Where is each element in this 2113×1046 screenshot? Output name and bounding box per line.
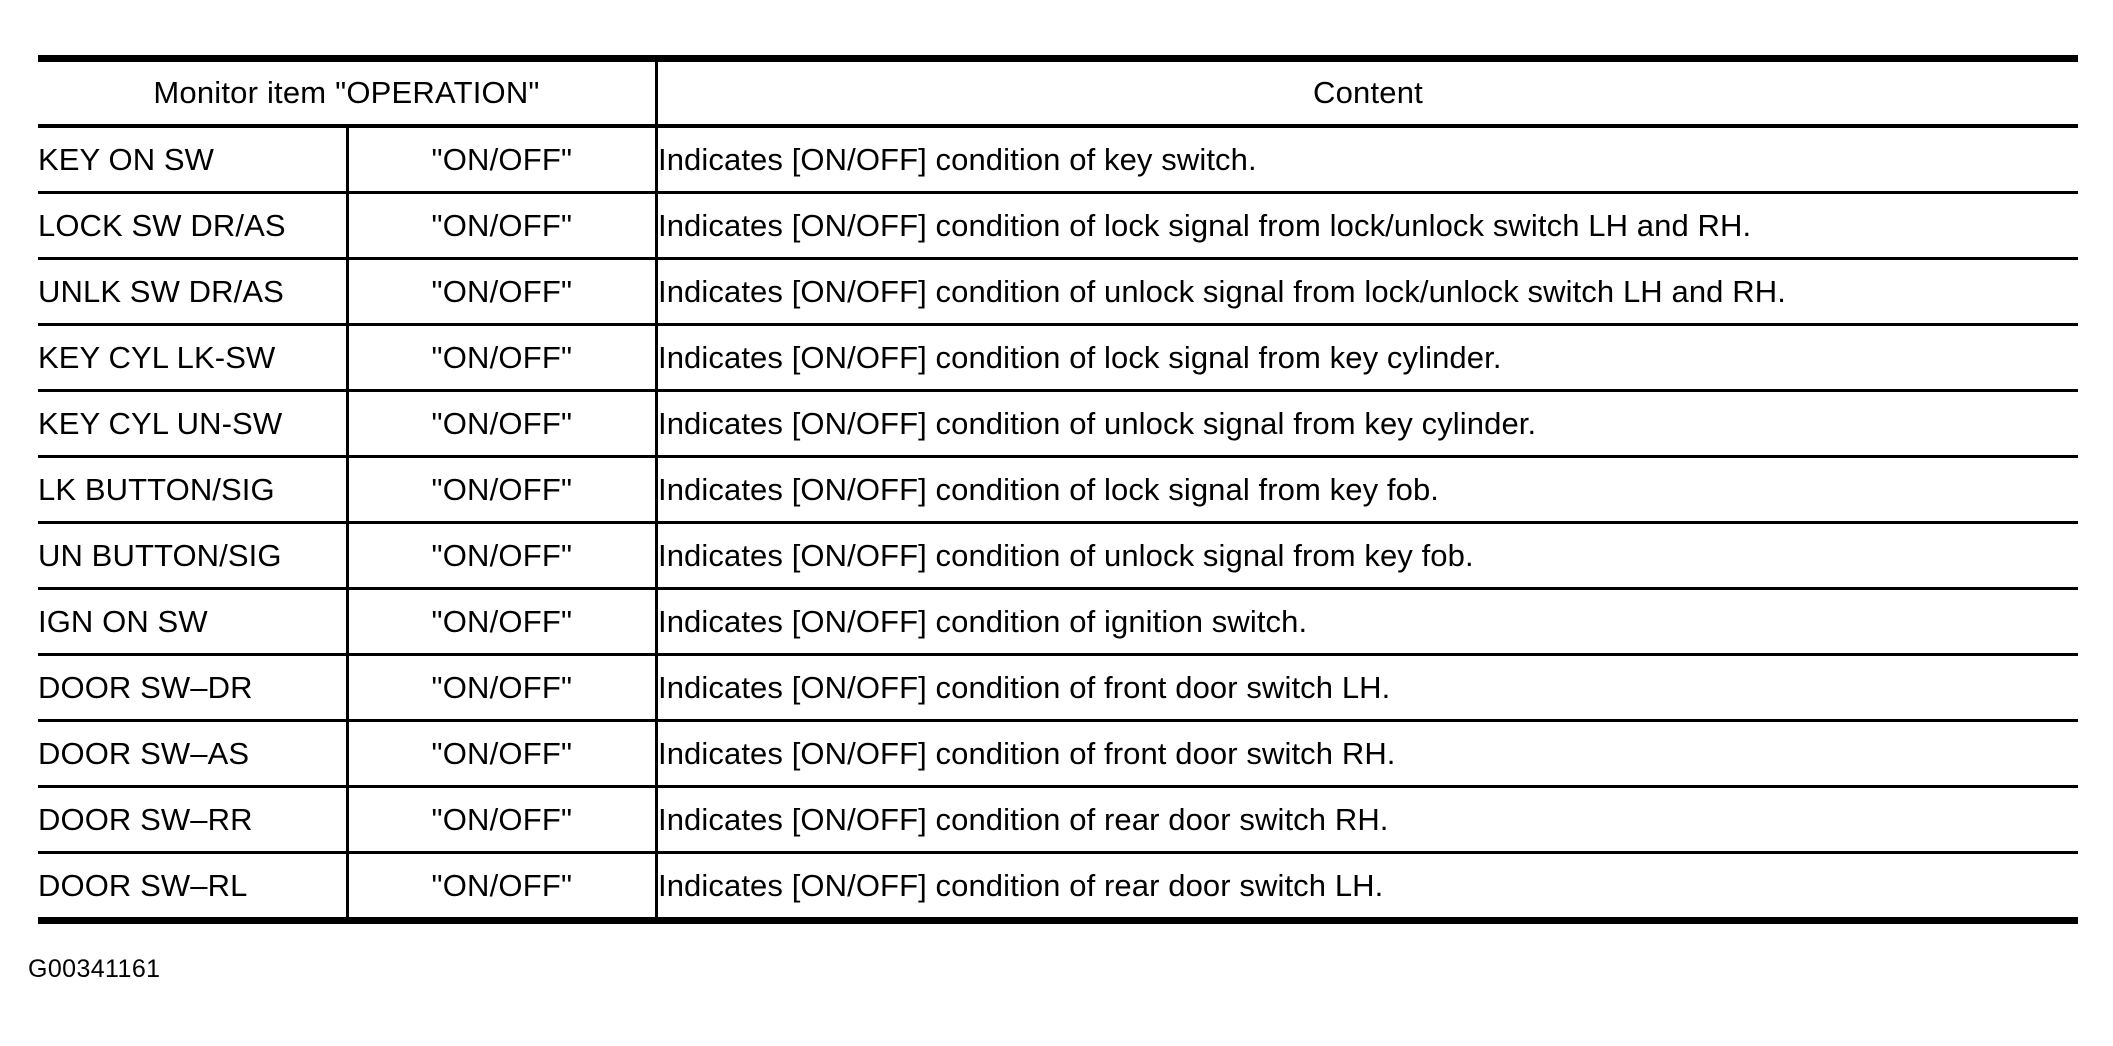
figure-id-label: G00341161: [28, 955, 161, 983]
monitor-item-state: "ON/OFF": [345, 720, 659, 788]
monitor-item-content: Indicates [ON/OFF] condition of rear doo…: [656, 786, 2078, 854]
monitor-item-state: "ON/OFF": [345, 390, 659, 458]
table-row: KEY ON SW"ON/OFF"Indicates [ON/OFF] cond…: [38, 126, 2078, 194]
monitor-item-state: "ON/OFF": [345, 126, 659, 194]
monitor-item-content: Indicates [ON/OFF] condition of lock sig…: [656, 456, 2078, 524]
monitor-item-name: UNLK SW DR/AS: [38, 258, 348, 326]
table-row: LK BUTTON/SIG"ON/OFF"Indicates [ON/OFF] …: [38, 456, 2078, 524]
monitor-item-content: Indicates [ON/OFF] condition of unlock s…: [656, 258, 2078, 326]
table-row: DOOR SW–RR"ON/OFF"Indicates [ON/OFF] con…: [38, 786, 2078, 854]
column-header-content: Content: [656, 55, 2078, 128]
monitor-item-name: IGN ON SW: [38, 588, 348, 656]
table-row: DOOR SW–RL"ON/OFF"Indicates [ON/OFF] con…: [38, 852, 2078, 924]
monitor-item-state: "ON/OFF": [345, 588, 659, 656]
table-header-row: Monitor item "OPERATION" Content: [38, 55, 2078, 128]
monitor-item-state: "ON/OFF": [345, 522, 659, 590]
monitor-item-name: KEY CYL LK-SW: [38, 324, 348, 392]
monitor-item-name: DOOR SW–AS: [38, 720, 348, 788]
monitor-item-content: Indicates [ON/OFF] condition of unlock s…: [656, 390, 2078, 458]
monitor-item-state: "ON/OFF": [345, 654, 659, 722]
table-row: UN BUTTON/SIG"ON/OFF"Indicates [ON/OFF] …: [38, 522, 2078, 590]
monitor-item-name: DOOR SW–RR: [38, 786, 348, 854]
table-row: DOOR SW–AS"ON/OFF"Indicates [ON/OFF] con…: [38, 720, 2078, 788]
monitor-item-content: Indicates [ON/OFF] condition of front do…: [656, 654, 2078, 722]
monitor-item-content: Indicates [ON/OFF] condition of lock sig…: [656, 324, 2078, 392]
table-header: Monitor item "OPERATION" Content: [38, 55, 2078, 128]
monitor-item-name: DOOR SW–DR: [38, 654, 348, 722]
table-row: KEY CYL UN-SW"ON/OFF"Indicates [ON/OFF] …: [38, 390, 2078, 458]
column-header-monitor-item: Monitor item "OPERATION": [38, 55, 658, 128]
monitor-item-name: LK BUTTON/SIG: [38, 456, 348, 524]
monitor-item-name: UN BUTTON/SIG: [38, 522, 348, 590]
monitor-item-content: Indicates [ON/OFF] condition of lock sig…: [656, 192, 2078, 260]
monitor-item-content: Indicates [ON/OFF] condition of rear doo…: [656, 852, 2078, 924]
monitor-item-name: DOOR SW–RL: [38, 852, 348, 924]
monitor-item-state: "ON/OFF": [345, 192, 659, 260]
monitor-item-name: KEY ON SW: [38, 126, 348, 194]
table-row: KEY CYL LK-SW"ON/OFF"Indicates [ON/OFF] …: [38, 324, 2078, 392]
monitor-item-state: "ON/OFF": [345, 324, 659, 392]
monitor-item-content: Indicates [ON/OFF] condition of ignition…: [656, 588, 2078, 656]
table-row: LOCK SW DR/AS"ON/OFF"Indicates [ON/OFF] …: [38, 192, 2078, 260]
table-row: IGN ON SW"ON/OFF"Indicates [ON/OFF] cond…: [38, 588, 2078, 656]
monitor-item-name: LOCK SW DR/AS: [38, 192, 348, 260]
table-row: DOOR SW–DR"ON/OFF"Indicates [ON/OFF] con…: [38, 654, 2078, 722]
monitor-item-state: "ON/OFF": [345, 852, 659, 924]
monitor-item-state: "ON/OFF": [345, 456, 659, 524]
monitor-item-name: KEY CYL UN-SW: [38, 390, 348, 458]
monitor-item-table: Monitor item "OPERATION" Content KEY ON …: [38, 55, 2078, 924]
monitor-item-table-container: Monitor item "OPERATION" Content KEY ON …: [38, 55, 2078, 924]
monitor-item-content: Indicates [ON/OFF] condition of unlock s…: [656, 522, 2078, 590]
monitor-item-content: Indicates [ON/OFF] condition of key swit…: [656, 126, 2078, 194]
monitor-item-state: "ON/OFF": [345, 258, 659, 326]
table-body: KEY ON SW"ON/OFF"Indicates [ON/OFF] cond…: [38, 126, 2078, 924]
monitor-item-state: "ON/OFF": [345, 786, 659, 854]
table-row: UNLK SW DR/AS"ON/OFF"Indicates [ON/OFF] …: [38, 258, 2078, 326]
monitor-item-content: Indicates [ON/OFF] condition of front do…: [656, 720, 2078, 788]
